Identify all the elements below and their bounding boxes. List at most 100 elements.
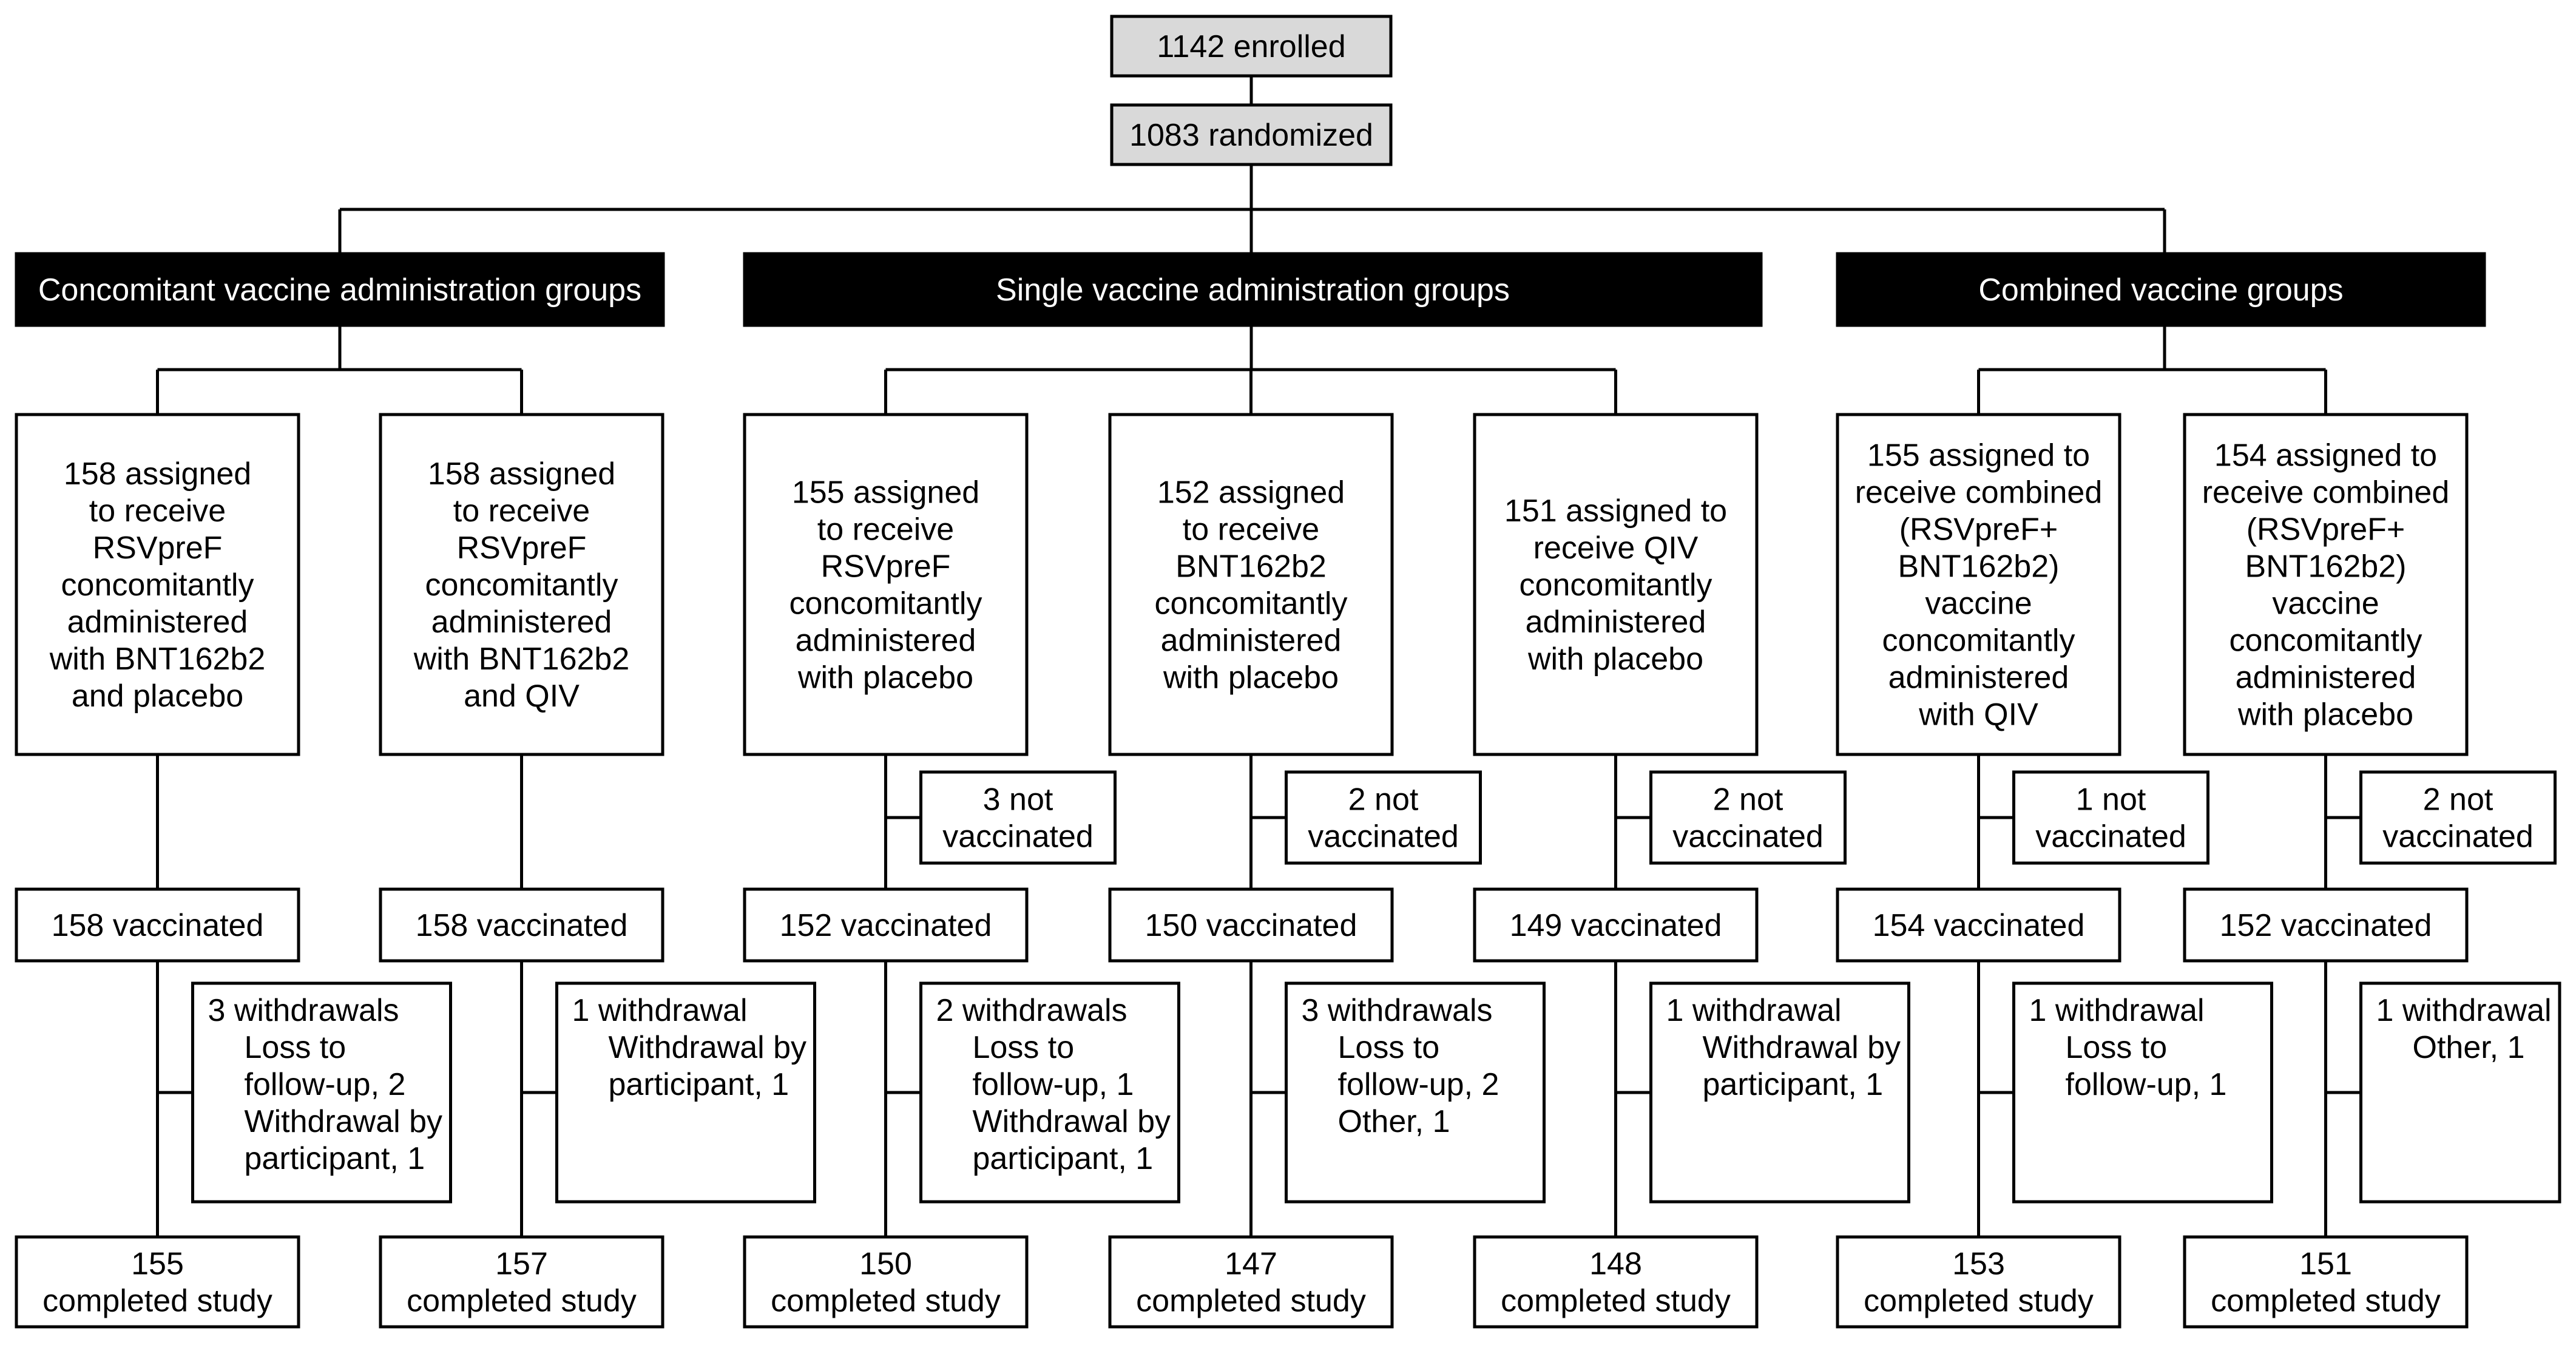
arm-7-not-vaccinated-box-text: 2 not [2423, 782, 2493, 818]
randomized-box-text: 1083 randomized [1129, 118, 1373, 153]
arm-5-not-vaccinated-box-text: vaccinated [1672, 819, 1824, 855]
arm-7-withdrawals-box-text: 1 withdrawal [2376, 993, 2552, 1028]
arm-3-assigned-box-text: to receive [817, 512, 954, 547]
arm-3-withdrawals-box-text: follow-up, 1 [973, 1067, 1134, 1102]
group-header-1: Concomitant vaccine administration group… [15, 252, 665, 327]
arm-1-vaccinated-box-frame [15, 887, 300, 963]
arm-4-not-vaccinated-box-text: vaccinated [1308, 819, 1459, 855]
arm-2-assigned-box-frame [379, 413, 664, 756]
arm-7-vaccinated-box-frame [2183, 887, 2469, 963]
arm-4-assigned-box-frame [1108, 413, 1394, 756]
arm-6-assigned-box-text: 155 assigned to [1867, 438, 2090, 473]
arm-6-vaccinated-box: 154 vaccinated [1836, 887, 2121, 963]
arm-3-assigned-box-text: concomitantly [789, 586, 982, 622]
arm-7-withdrawals-box-frame [2359, 981, 2561, 1204]
arm-1-withdrawals-box-frame [191, 981, 452, 1204]
arm-4-vaccinated-box-frame [1108, 887, 1394, 963]
arm-6-assigned-box-text: with QIV [1918, 697, 2038, 733]
arm-5-withdrawals-box-text: participant, 1 [1703, 1067, 1884, 1102]
group-header-2-text: Single vaccine administration groups [996, 273, 1510, 308]
arm-6-vaccinated-box-text: 154 vaccinated [1873, 908, 2085, 943]
arm-4-assigned-box-text: concomitantly [1155, 586, 1348, 622]
arm-1-assigned-box-text: with BNT162b2 [49, 642, 266, 677]
arm-7-assigned-box-text: concomitantly [2229, 623, 2422, 659]
arm-5-assigned-box-text: concomitantly [1520, 567, 1712, 603]
arm-5-assigned-box-text: 151 assigned to [1504, 493, 1727, 529]
group-header-2-frame [743, 252, 1763, 327]
arm-1-withdrawals-box-text: Loss to [245, 1030, 347, 1065]
enrolled-box: 1142 enrolled [1110, 15, 1393, 78]
arm-1-vaccinated-box: 158 vaccinated [15, 887, 300, 963]
arm-6-withdrawals-box-frame [2012, 981, 2273, 1204]
arm-7-completed-box-text: 151 [2299, 1247, 2352, 1282]
arm-6-assigned-box-text: receive combined [1855, 475, 2103, 510]
arm-4-withdrawals-box-text: Loss to [1338, 1030, 1440, 1065]
arm-7-completed-box-text: completed study [2211, 1284, 2441, 1319]
arm-2-assigned-box-text: to receive [453, 493, 590, 529]
group-header-3-frame [1836, 252, 2486, 327]
arm-4-assigned-box-text: 152 assigned [1157, 475, 1345, 510]
arm-1-withdrawals-box-text: follow-up, 2 [245, 1067, 406, 1102]
arm-6-assigned-box-text: concomitantly [1882, 623, 2075, 659]
arm-5-withdrawals-box-text: 1 withdrawal [1666, 993, 1842, 1028]
flow-boxes: 1142 enrolled 1083 randomizedConcomitant … [15, 15, 2561, 1329]
arm-5-not-vaccinated-box-text: 2 not [1713, 782, 1783, 818]
arm-5-withdrawals-box-text: Withdrawal by [1703, 1030, 1901, 1065]
enrolled-box-text: 1142 enrolled [1157, 29, 1345, 64]
randomized-box: 1083 randomized [1110, 103, 1393, 166]
arm-2-assigned-box-text: with BNT162b2 [413, 642, 630, 677]
arm-2-withdrawals-box-text: Withdrawal by [609, 1030, 807, 1065]
arm-2-assigned-box-text: RSVpreF [457, 530, 587, 566]
arm-5-assigned-box-text: receive QIV [1533, 530, 1699, 566]
arm-1-assigned-box-frame [15, 413, 300, 756]
arm-3-withdrawals-box-text: 2 withdrawals [936, 993, 1127, 1028]
arm-7-assigned-box-text: BNT162b2) [2245, 549, 2407, 584]
arm-5-completed-box-text: 148 [1589, 1247, 1642, 1282]
arm-5-assigned-box-text: with placebo [1527, 642, 1703, 677]
arm-3-withdrawals-box-frame [919, 981, 1180, 1204]
arm-3-not-vaccinated-box-text: vaccinated [942, 819, 1094, 855]
arm-3-vaccinated-box-frame [743, 887, 1029, 963]
arm-7-assigned-box-text: receive combined [2202, 475, 2450, 510]
arm-2-assigned-box-text: and QIV [464, 679, 580, 714]
enrolled-box-frame [1110, 15, 1393, 78]
arm-4-withdrawals-box-text: follow-up, 2 [1338, 1067, 1499, 1102]
arm-7-assigned-box-text: administered [2236, 660, 2416, 696]
arm-3-assigned-box-text: with placebo [797, 660, 973, 696]
arm-4-vaccinated-box-text: 150 vaccinated [1145, 908, 1357, 943]
arm-2-withdrawals-box-frame [555, 981, 816, 1204]
arm-7-assigned-box-text: with placebo [2237, 697, 2413, 733]
group-header-3: Combined vaccine groups [1836, 252, 2486, 327]
arm-3-assigned-box-text: RSVpreF [821, 549, 951, 584]
arm-7-not-vaccinated-box-text: vaccinated [2382, 819, 2534, 855]
arm-7-vaccinated-box: 152 vaccinated [2183, 887, 2469, 963]
arm-5-withdrawals-box-frame [1649, 981, 1910, 1204]
arm-2-vaccinated-box-frame [379, 887, 664, 963]
arm-2-withdrawals-box-text: participant, 1 [609, 1067, 789, 1102]
arm-2-completed-box-text: 157 [495, 1247, 548, 1282]
arm-3-completed-box-text: 150 [859, 1247, 912, 1282]
randomized-box-frame [1110, 103, 1393, 166]
arm-4-assigned-box-text: BNT162b2 [1175, 549, 1327, 584]
arm-1-assigned-box-text: and placebo [72, 679, 243, 714]
arm-6-not-vaccinated-box-frame [2012, 770, 2209, 865]
arm-3-assigned-box-text: 155 assigned [792, 475, 979, 510]
group-header-2: Single vaccine administration groups [743, 252, 1763, 327]
arm-6-assigned-box-text: BNT162b2) [1898, 549, 2060, 584]
arm-4-completed-box-frame [1108, 1235, 1394, 1329]
